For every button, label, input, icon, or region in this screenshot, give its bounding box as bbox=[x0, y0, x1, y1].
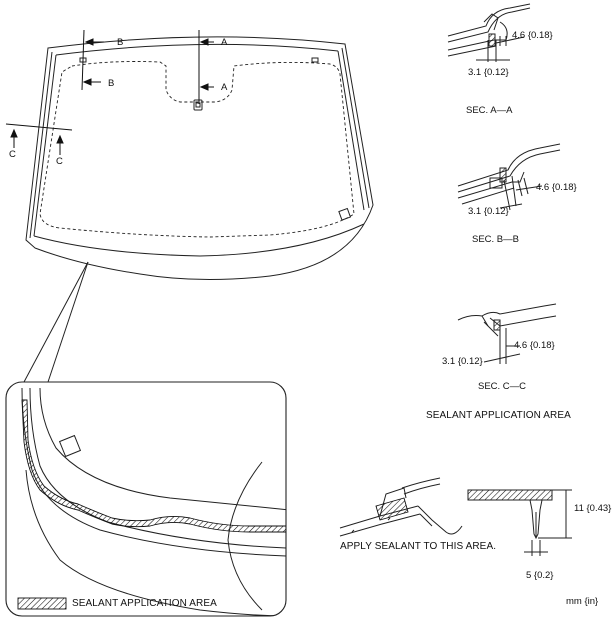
section-b-drawing bbox=[457, 143, 561, 211]
nozzle-height-dim: 11 {0.43} bbox=[574, 503, 612, 514]
legend-hatch-swatch bbox=[17, 597, 67, 610]
section-a-dim-upper: 4.6 {0.18} bbox=[512, 30, 553, 41]
unit-note: mm {in} bbox=[566, 596, 599, 607]
marker-c-right-label: C bbox=[56, 156, 63, 167]
marker-a bbox=[198, 30, 214, 104]
marker-b-bottom-label: B bbox=[108, 78, 115, 89]
section-b-dim-upper: 4.6 {0.18} bbox=[536, 182, 577, 193]
section-a-title: SEC. A—A bbox=[466, 105, 513, 116]
marker-b-top-label: B bbox=[117, 37, 124, 48]
section-c-dim-lower: 3.1 {0.12} bbox=[442, 356, 483, 367]
section-c-drawing bbox=[457, 303, 557, 364]
nozzle-width-dim: 5 {0.2} bbox=[526, 570, 554, 581]
section-c-title: SEC. C—C bbox=[478, 381, 527, 392]
section-c-dim-upper: 4.6 {0.18} bbox=[514, 340, 555, 351]
apply-sealant-note: APPLY SEALANT TO THIS AREA. bbox=[340, 541, 497, 552]
marker-c-left-label: C bbox=[9, 149, 16, 160]
section-a-dim-lower: 3.1 {0.12} bbox=[468, 67, 509, 78]
marker-b bbox=[81, 29, 104, 91]
marker-a-top-label: A bbox=[221, 37, 228, 48]
sealant-application-heading: SEALANT APPLICATION AREA bbox=[426, 410, 571, 421]
sealant-bead-apply bbox=[375, 497, 409, 521]
windshield-glass bbox=[25, 36, 374, 281]
legend-label: SEALANT APPLICATION AREA bbox=[72, 598, 217, 609]
ceramic-boundary-dashed bbox=[39, 61, 355, 238]
marker-c bbox=[5, 123, 73, 155]
section-a-drawing bbox=[447, 3, 531, 62]
detail-view bbox=[21, 387, 286, 616]
nozzle-drawing bbox=[467, 489, 572, 556]
detail-leader bbox=[23, 261, 89, 383]
section-b-dim-lower: 3.1 {0.12} bbox=[468, 206, 509, 217]
marker-a-bottom-label: A bbox=[221, 82, 228, 93]
section-b-title: SEC. B—B bbox=[472, 234, 519, 245]
detail-box bbox=[5, 381, 287, 617]
sealant-bead-detail bbox=[21, 399, 286, 533]
